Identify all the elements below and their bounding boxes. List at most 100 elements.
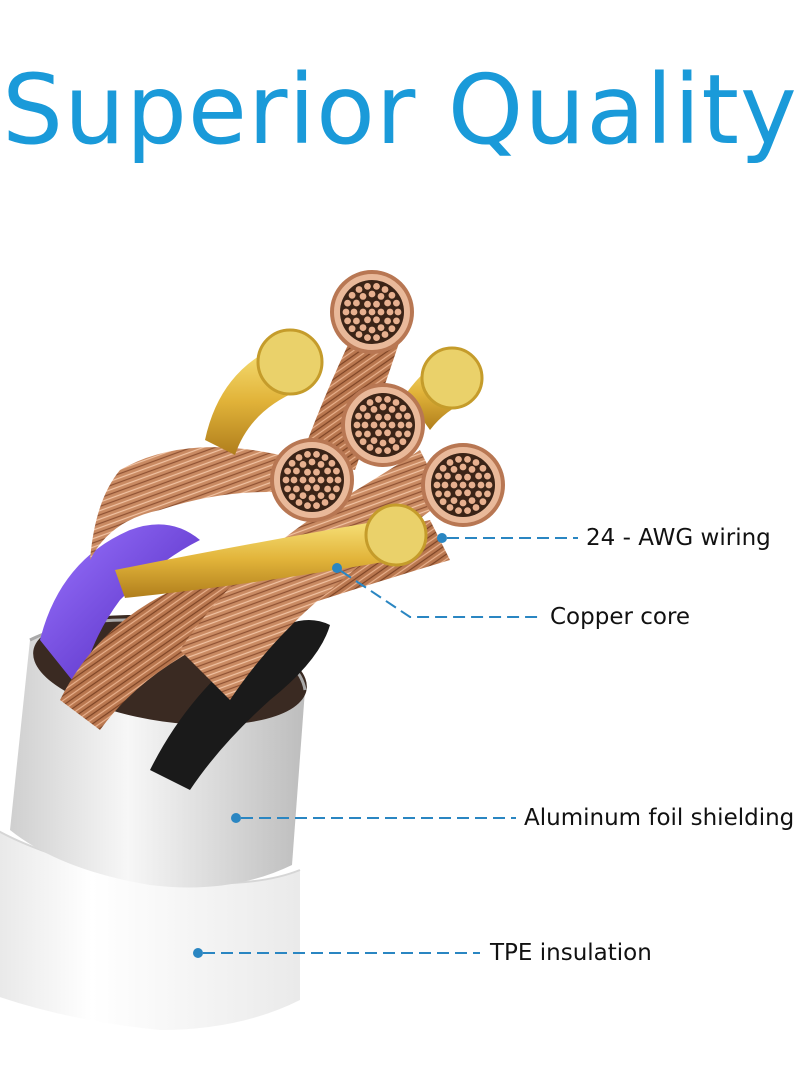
copper-strand-dot [304,484,311,492]
copper-strand-dot [394,308,402,316]
copper-strand-dot [333,485,340,493]
black-wire [150,620,330,790]
copper-strand-dot [359,324,367,331]
callout-tpe-label: TPE insulation [490,940,652,966]
copper-strand-dot [344,317,351,325]
copper-strand-dot [364,430,371,438]
copper-strand-dot [392,399,400,406]
copper-strand-dot [282,476,290,484]
copper-strand-dot [384,413,391,421]
copper-strand-dot [399,438,407,446]
copper-strand-dot [399,404,407,412]
callout-tpe-leader [193,948,480,958]
copper-strand-dot [472,459,480,466]
copper-strand-dot [355,430,362,438]
copper-strand-dot [464,489,471,497]
copper-strand-dot [308,494,316,502]
callout-copper-label: Copper core [550,604,691,630]
copper-strand-dot [455,455,462,463]
copper-strand-dot [384,395,391,403]
copper-strand-dot [328,459,336,467]
copper-strand-dot [395,412,402,420]
copper-strand-dot [368,308,376,316]
copper-strand-dot [284,467,291,475]
copper-strand-dot [370,406,378,413]
copper-strand-dot [388,437,396,444]
copper-strand-dot [368,290,376,298]
copper-strand-dot [381,286,389,293]
copper-strand-dot [388,421,396,429]
copper-strand-dot [386,308,394,316]
copper-strand-dot [444,472,451,480]
copper-strand-dot [435,490,442,498]
copper-strand-dot [446,504,454,511]
copper-strand-dot [304,502,311,510]
copper-strand-dot [284,485,291,493]
copper-strand-dot [373,334,380,342]
copper-strand-dot [321,454,329,461]
copper-strand-dot [313,484,320,492]
copper-strand-dot [459,499,467,507]
copper-strand-dot [355,331,363,338]
copper-strand-bundle [60,520,450,730]
copper-strand-dot [366,399,374,406]
copper-strand-dot [308,458,316,466]
copper-strand-dot [484,490,491,498]
copper-strand-dot [317,492,325,499]
copper-strand-dot [450,481,458,489]
callout-foil-leader [231,813,516,823]
copper-strand-dot [348,325,356,333]
copper-strand-dot [455,489,462,497]
page-title: Superior Quality [2,54,798,166]
copper-strand-dot [373,316,380,324]
copper-strand-dot [475,472,482,480]
copper-strand-dot [477,481,485,489]
copper-strand-dot [370,437,378,444]
copper-strand-dot [321,499,329,506]
copper-strand-dot [313,450,320,458]
copper-strand-dot [317,476,325,484]
copper-strand-dot [299,492,307,499]
copper-strand-dot [313,502,320,510]
copper-strand-dot [299,461,307,468]
copper-strand-dot [304,450,311,458]
copper-strand-dot [404,412,411,420]
tinned-wire-end [420,346,484,410]
copper-strand-dot [313,468,320,476]
copper-strand-dot [299,476,307,484]
copper-strand-dot [355,286,363,293]
copper-strand-dot [392,444,400,451]
copper-strand-dot [379,421,387,429]
copper-strand-dot [288,493,296,501]
copper-strand-dot [295,454,303,461]
callout-foil-label: Aluminum foil shielding [524,805,795,831]
copper-strand-dot [333,467,340,475]
tinned-wire-end [256,328,324,396]
copper-strand-dot [479,464,487,472]
copper-strand-dot [290,476,298,484]
copper-strand-dot [288,459,296,467]
copper-strand-dot [459,481,467,489]
copper-strand-dot [450,497,458,504]
copper-strand-dot [364,316,371,324]
copper-strand-dot [353,317,360,325]
copper-strand-dot [359,293,367,300]
copper-strand-dot [377,324,385,331]
copper-strand-dot [342,308,350,316]
copper-strand-dot [295,499,303,506]
copper-strand-dot [455,473,462,481]
copper-strand-dot [364,300,371,308]
copper-strand-dot [348,291,356,299]
copper-strand-dot [439,464,447,472]
tinned-wire-end [364,503,428,567]
callout-awg-label: 24 - AWG wiring [586,525,771,551]
copper-strand-dot [324,485,331,493]
copper-strand-dot [441,481,449,489]
tinned-wire [115,520,395,598]
copper-strand-dot [475,490,482,498]
copper-strand-dot [368,326,376,334]
copper-strand-dot [379,403,387,411]
copper-strand-dot [459,463,467,471]
copper-strand-dot [381,331,389,338]
copper-strand-dot [439,498,447,506]
